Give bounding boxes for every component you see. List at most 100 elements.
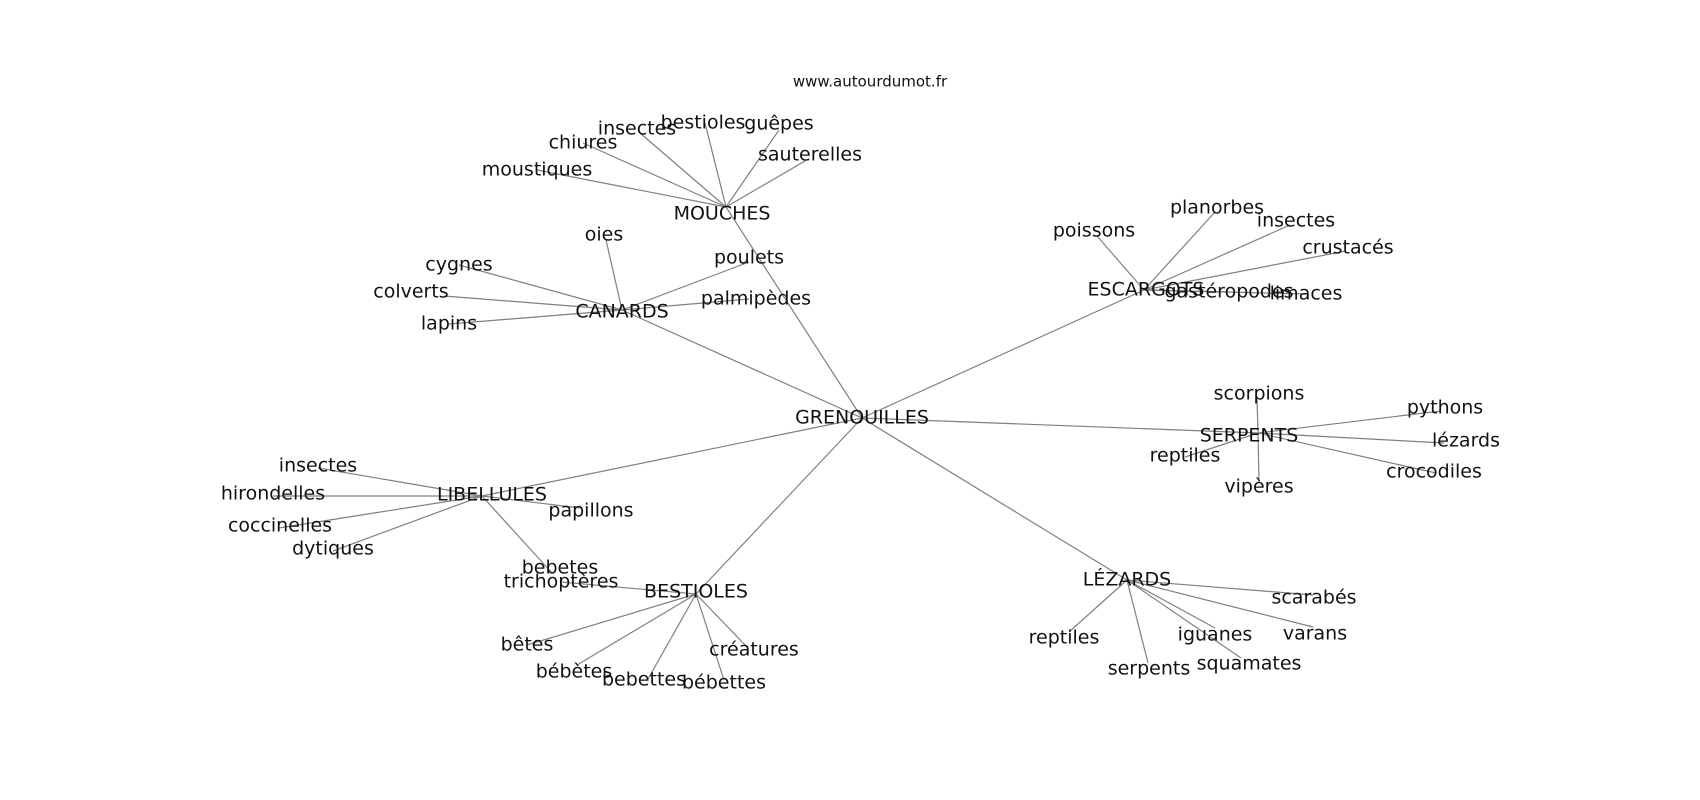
edge-cluster-to-leaf <box>526 593 697 646</box>
edge-cluster-to-leaf <box>1143 289 1307 295</box>
edge-center-to-cluster <box>621 309 863 419</box>
edge-cluster-to-leaf <box>1184 432 1259 458</box>
leaf-node[interactable]: insectes <box>1257 210 1335 232</box>
leaf-node[interactable]: sauterelles <box>758 144 862 166</box>
edge-cluster-to-leaf <box>560 581 697 595</box>
cluster-node[interactable]: LIBELLULES <box>437 484 547 506</box>
leaf-node[interactable]: crustacés <box>1302 237 1393 259</box>
leaf-node[interactable]: palmipèdes <box>701 288 811 310</box>
edge-cluster-to-leaf <box>481 495 581 509</box>
leaf-node[interactable]: bébètes <box>536 661 613 683</box>
edge-cluster-to-leaf <box>1143 224 1291 291</box>
leaf-node[interactable]: créatures <box>709 639 799 661</box>
leaf-node[interactable]: moustiques <box>482 159 593 181</box>
edge-cluster-to-leaf <box>639 132 727 208</box>
edge-cluster-to-leaf <box>582 142 727 208</box>
leaf-node[interactable]: lapins <box>421 313 477 335</box>
edge-center-to-cluster <box>861 417 1259 434</box>
edge-cluster-to-leaf <box>448 309 623 325</box>
edge-cluster-to-leaf <box>576 593 697 666</box>
cluster-node[interactable]: BESTIOLES <box>644 581 748 603</box>
leaf-node[interactable]: cygnes <box>425 254 492 276</box>
leaf-node[interactable]: reptiles <box>1150 445 1221 467</box>
edge-cluster-to-leaf <box>1256 397 1259 434</box>
cluster-node[interactable]: ESCARGOTS <box>1088 279 1205 301</box>
leaf-node[interactable]: serpents <box>1108 658 1191 680</box>
edge-center-to-cluster <box>861 289 1145 419</box>
edge-cluster-to-leaf <box>1068 579 1128 633</box>
leaf-node[interactable]: scorpions <box>1214 383 1305 405</box>
edge-cluster-to-leaf <box>278 495 483 529</box>
leaf-node[interactable]: guêpes <box>744 113 813 135</box>
edge-cluster-to-leaf <box>458 264 623 311</box>
edge-cluster-to-leaf <box>621 261 750 311</box>
edge-cluster-to-leaf <box>621 298 750 311</box>
leaf-node[interactable]: bebetes <box>522 557 599 579</box>
leaf-node[interactable]: trichoptères <box>504 571 619 593</box>
leaf-node[interactable]: insectes <box>598 118 676 140</box>
leaf-node[interactable]: scarabés <box>1271 587 1356 609</box>
edge-cluster-to-leaf <box>704 122 727 208</box>
cluster-node[interactable]: LÉZARDS <box>1083 568 1172 591</box>
center-node[interactable]: GRENOUILLES <box>795 407 929 429</box>
leaf-node[interactable]: bébettes <box>682 672 766 694</box>
edge-center-to-cluster <box>695 417 863 595</box>
leaf-node[interactable]: insectes <box>279 455 357 477</box>
leaf-node[interactable]: bebettes <box>602 669 686 691</box>
edge-cluster-to-leaf <box>1126 579 1314 596</box>
leaf-node[interactable]: oies <box>585 224 624 246</box>
edge-cluster-to-leaf <box>536 169 727 208</box>
leaf-node[interactable]: crocodiles <box>1386 461 1482 483</box>
edge-cluster-to-leaf <box>725 160 806 208</box>
cluster-node[interactable]: CANARDS <box>575 301 668 323</box>
cluster-node[interactable]: SERPENTS <box>1200 425 1299 447</box>
edge-cluster-to-leaf <box>1126 579 1242 659</box>
edge-center-to-cluster <box>861 417 1128 581</box>
leaf-node[interactable]: planorbes <box>1170 197 1264 219</box>
leaf-node[interactable]: poulets <box>714 247 784 269</box>
edge-cluster-to-leaf <box>1126 579 1149 664</box>
leaf-node[interactable]: coccinelles <box>228 515 332 537</box>
leaf-node[interactable]: lézards <box>1432 430 1500 452</box>
edge-cluster-to-leaf <box>1257 432 1260 483</box>
leaf-node[interactable]: dytiques <box>292 538 374 560</box>
leaf-node[interactable]: iguanes <box>1178 624 1253 646</box>
graph-labels: www.autourdumot.fr GRENOUILLES moustique… <box>221 73 1500 694</box>
edge-cluster-to-leaf <box>1126 579 1216 629</box>
edge-cluster-to-leaf <box>332 495 483 552</box>
edge-cluster-to-leaf <box>1143 211 1216 291</box>
leaf-node[interactable]: poissons <box>1053 220 1135 242</box>
edge-cluster-to-leaf <box>1143 250 1347 291</box>
site-label: www.autourdumot.fr <box>793 73 948 91</box>
edge-cluster-to-leaf <box>481 495 553 574</box>
edge-cluster-to-leaf <box>1257 432 1437 474</box>
edge-cluster-to-leaf <box>443 295 623 311</box>
leaf-node[interactable]: pythons <box>1407 397 1483 419</box>
leaf-node[interactable]: gastéropodes <box>1164 281 1293 303</box>
leaf-node[interactable]: reptiles <box>1029 627 1100 649</box>
graph-edges <box>273 122 1445 681</box>
edge-cluster-to-leaf <box>647 593 697 680</box>
edge-cluster-to-leaf <box>695 593 725 681</box>
edge-cluster-to-leaf <box>605 239 623 311</box>
leaf-node[interactable]: papillons <box>548 500 633 522</box>
edge-cluster-to-leaf <box>317 467 483 497</box>
leaf-node[interactable]: colverts <box>373 281 448 303</box>
edge-cluster-to-leaf <box>1257 432 1445 444</box>
edge-cluster-to-leaf <box>725 129 780 208</box>
edge-center-to-cluster <box>481 417 863 497</box>
leaf-node[interactable]: limaces <box>1270 283 1343 305</box>
leaf-node[interactable]: chiures <box>549 132 618 154</box>
leaf-node[interactable]: vipères <box>1224 476 1293 498</box>
edge-cluster-to-leaf <box>1126 579 1314 628</box>
edge-cluster-to-leaf <box>1257 410 1442 434</box>
cluster-node[interactable]: MOUCHES <box>674 203 771 225</box>
leaf-node[interactable]: hirondelles <box>221 483 325 505</box>
leaf-node[interactable]: varans <box>1283 623 1347 645</box>
edge-cluster-to-leaf <box>1096 235 1145 291</box>
leaf-node[interactable]: bestioles <box>661 112 746 134</box>
leaf-node[interactable]: squamates <box>1197 653 1302 675</box>
edge-center-to-cluster <box>725 206 863 419</box>
leaf-node[interactable]: bêtes <box>501 634 554 656</box>
